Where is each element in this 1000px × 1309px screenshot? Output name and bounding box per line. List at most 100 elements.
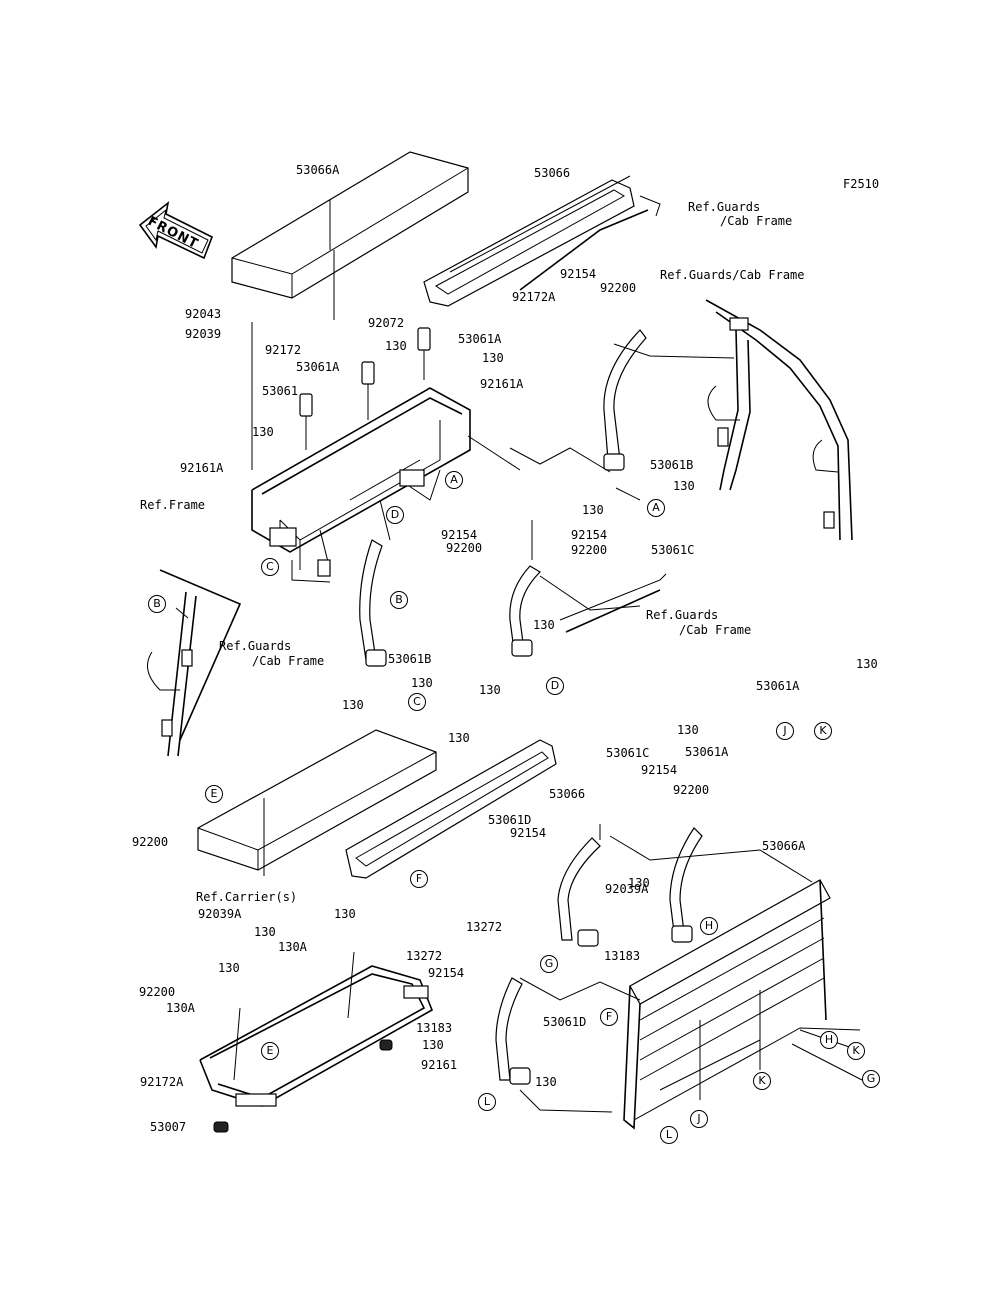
- upper-right-seatbelt: [603, 329, 647, 471]
- part-label: 92200: [139, 985, 176, 999]
- part-label: 53066A: [296, 163, 340, 177]
- part-label: 53061B: [650, 458, 694, 472]
- part-label: 130: [385, 339, 407, 353]
- callout-marker: H: [820, 1031, 838, 1049]
- part-label: 53061D: [488, 813, 532, 827]
- lower-carrier-frame: [199, 951, 434, 1133]
- part-label: 130: [252, 425, 274, 439]
- part-label: 130: [218, 961, 240, 975]
- callout-marker: K: [814, 722, 832, 740]
- part-label: 92161: [421, 1058, 458, 1072]
- upper-left-seatbelt: [359, 539, 387, 667]
- part-label: 92039: [185, 327, 222, 341]
- callout-marker: L: [478, 1093, 496, 1111]
- callout-marker: B: [390, 591, 408, 609]
- part-label: 13272: [406, 949, 443, 963]
- part-label: 92200: [571, 543, 608, 557]
- diagram-code: F2510: [843, 177, 880, 191]
- upper-buckles: [299, 327, 431, 450]
- part-label: 53066: [549, 787, 586, 801]
- part-label: 130: [856, 657, 878, 671]
- callout-marker: G: [862, 1070, 880, 1088]
- callout-marker: C: [261, 558, 279, 576]
- part-label: Ref.Guards: [219, 639, 292, 653]
- callout-marker: D: [386, 506, 404, 524]
- callout-marker: L: [660, 1126, 678, 1144]
- part-label: Ref.Guards: [688, 200, 761, 214]
- part-label: 92200: [446, 541, 483, 555]
- upper-main-frame: [251, 387, 471, 577]
- part-label: 13183: [604, 949, 641, 963]
- part-label: 130: [482, 351, 504, 365]
- part-label: 92161A: [480, 377, 524, 391]
- part-label: 53061A: [685, 745, 729, 759]
- part-label: 92200: [132, 835, 169, 849]
- part-label: 92039A: [198, 907, 242, 921]
- part-label: 92172A: [512, 290, 556, 304]
- part-label: 53061A: [458, 332, 502, 346]
- callout-marker: D: [546, 677, 564, 695]
- part-label: 92043: [185, 307, 222, 321]
- rear-carrier: [623, 879, 861, 1130]
- part-label: 13272: [466, 920, 503, 934]
- part-label: 92154: [428, 966, 465, 980]
- upper-seat-cushion: [231, 151, 469, 299]
- part-label: 53061A: [296, 360, 340, 374]
- part-label: /Cab Frame: [679, 623, 752, 637]
- part-label: 130: [628, 876, 650, 890]
- part-label: 130A: [278, 940, 307, 954]
- lower-seatbelts: [495, 827, 703, 1085]
- part-label: Ref.Guards/Cab Frame: [660, 268, 805, 282]
- part-label: 53061: [262, 384, 299, 398]
- part-label: 92154: [641, 763, 678, 777]
- part-label: 130: [342, 698, 364, 712]
- part-label: 92072: [368, 316, 405, 330]
- callout-marker: G: [540, 955, 558, 973]
- callout-marker: A: [445, 471, 463, 489]
- part-label: /Cab Frame: [720, 214, 793, 228]
- upper-cab-frame-right: [705, 299, 853, 541]
- callout-marker: A: [647, 499, 665, 517]
- part-label: 130: [582, 503, 604, 517]
- upper-seat-back: [423, 175, 635, 307]
- lower-seat-cushion: [197, 729, 437, 871]
- part-label: 130: [533, 618, 555, 632]
- part-label: /Cab Frame: [252, 654, 325, 668]
- part-label: 92039A: [605, 882, 649, 896]
- part-label: 130: [677, 723, 699, 737]
- part-label: 53061D: [543, 1015, 587, 1029]
- part-label: Ref.Guards: [646, 608, 719, 622]
- callout-marker: E: [261, 1042, 279, 1060]
- part-label: 53061C: [651, 543, 695, 557]
- part-label: 53066: [534, 166, 571, 180]
- part-label: 92154: [510, 826, 547, 840]
- callout-marker: C: [408, 693, 426, 711]
- part-label: 53061B: [388, 652, 432, 666]
- upper-guard-rod: [519, 195, 661, 291]
- part-label: 53061A: [756, 679, 800, 693]
- part-label: 130: [479, 683, 501, 697]
- callout-marker: J: [690, 1110, 708, 1128]
- lower-seat-back: [345, 739, 557, 879]
- part-label: 92161A: [180, 461, 224, 475]
- middle-seatbelt: [509, 565, 667, 657]
- part-label: 92154: [560, 267, 597, 281]
- part-label: 130: [334, 907, 356, 921]
- callout-marker: B: [148, 595, 166, 613]
- part-label: 92154: [571, 528, 608, 542]
- part-label: 130: [448, 731, 470, 745]
- part-label: 13183: [416, 1021, 453, 1035]
- callout-marker: K: [847, 1042, 865, 1060]
- callout-marker: E: [205, 785, 223, 803]
- part-label: 130: [535, 1075, 557, 1089]
- part-label: 130: [411, 676, 433, 690]
- part-label: 130: [422, 1038, 444, 1052]
- part-label: 92172A: [140, 1075, 184, 1089]
- callout-marker: F: [600, 1008, 618, 1026]
- part-label: 92172: [265, 343, 302, 357]
- part-label: 130: [673, 479, 695, 493]
- lower-left-guard: [147, 569, 242, 757]
- part-label: 53061C: [606, 746, 650, 760]
